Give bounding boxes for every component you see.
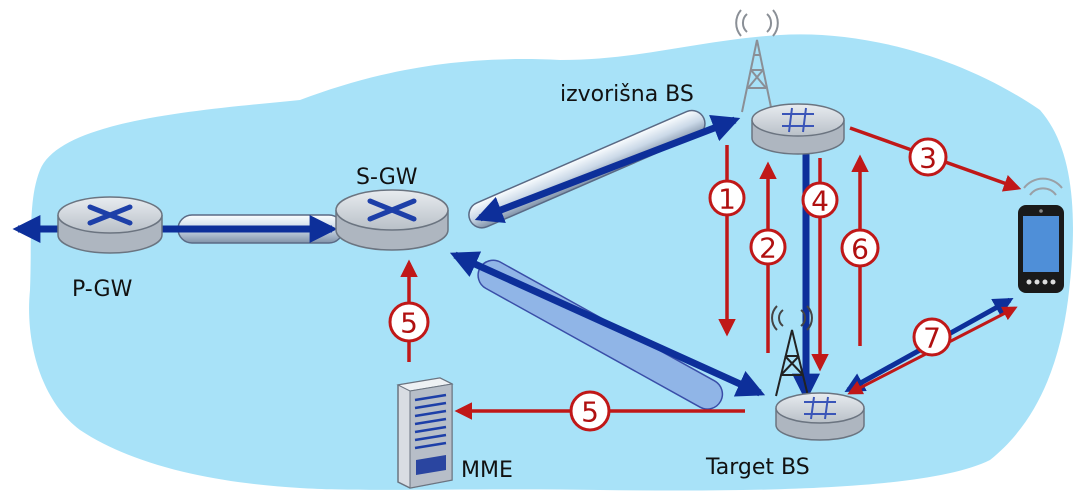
- step-marker-1: 1: [708, 179, 746, 217]
- sgw-router-icon: [335, 189, 449, 251]
- source-bs-label: izvorišna BS: [560, 82, 694, 107]
- pgw-label: P-GW: [72, 277, 133, 302]
- svg-text:5: 5: [400, 307, 418, 340]
- pgw-router-icon: [57, 196, 163, 254]
- svg-text:3: 3: [919, 142, 937, 175]
- step-marker-2: 2: [749, 228, 787, 266]
- svg-text:4: 4: [811, 185, 829, 218]
- step-marker-7: 7: [912, 317, 952, 357]
- data-arrow-sgw-target-bs: [449, 251, 766, 397]
- step-markers: 1 2 3 4 5 5 6 7: [388, 137, 952, 432]
- mme-label: MME: [461, 458, 513, 483]
- radio-tower-icon: [771, 305, 813, 397]
- mme-server-icon: [396, 377, 454, 489]
- step-marker-5-sgw: 5: [388, 301, 430, 343]
- step-marker-3: 3: [908, 137, 948, 177]
- svg-text:6: 6: [851, 233, 869, 266]
- step-marker-4: 4: [801, 181, 839, 219]
- data-arrow-sgw-source-bs: [474, 114, 741, 224]
- signal-waves-icon: [1023, 177, 1063, 196]
- radio-tower-icon: [735, 9, 779, 113]
- source-bs-icon: [735, 9, 845, 155]
- network-cloud: [29, 34, 1073, 491]
- svg-text:5: 5: [581, 396, 599, 429]
- smartphone-icon: [1018, 177, 1064, 293]
- target-bs-icon: [771, 305, 865, 441]
- svg-text:7: 7: [923, 322, 941, 355]
- svg-text:2: 2: [759, 232, 777, 265]
- target-bs-label: Target BS: [705, 455, 810, 480]
- step-marker-5-mme: 5: [569, 390, 611, 432]
- sgw-label: S-GW: [356, 165, 418, 190]
- step-marker-6: 6: [840, 228, 880, 268]
- svg-text:1: 1: [718, 183, 736, 216]
